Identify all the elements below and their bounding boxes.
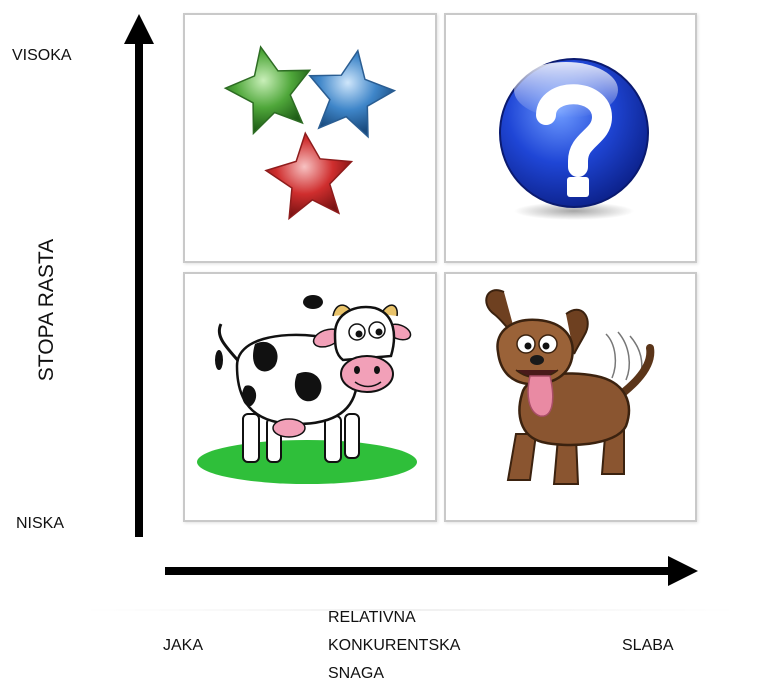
red-star xyxy=(264,131,354,221)
y-axis-arrow xyxy=(124,14,154,537)
x-axis-weak-label: SLABA xyxy=(622,637,674,654)
question-mark-icon xyxy=(499,58,649,220)
stars-icon xyxy=(223,45,397,221)
x-axis-arrow xyxy=(165,556,698,586)
quadrant-dog xyxy=(444,272,697,522)
y-axis-low-label: NISKA xyxy=(16,515,65,532)
x-axis-title: RELATIVNA KONKURENTSKA SNAGA xyxy=(328,609,460,682)
green-star xyxy=(223,45,312,136)
y-axis-title: STOPA RASTA xyxy=(35,238,58,382)
x-axis-strong-label: JAKA xyxy=(163,637,204,654)
quadrant-cow xyxy=(183,272,437,522)
divider-line xyxy=(80,609,740,611)
quadrant-question-mark xyxy=(444,13,697,263)
y-axis-high-label: VISOKA xyxy=(12,47,72,64)
cow-icon xyxy=(197,295,417,484)
dog-icon xyxy=(485,289,655,485)
blue-star xyxy=(308,48,397,139)
quadrant-stars xyxy=(183,13,437,263)
